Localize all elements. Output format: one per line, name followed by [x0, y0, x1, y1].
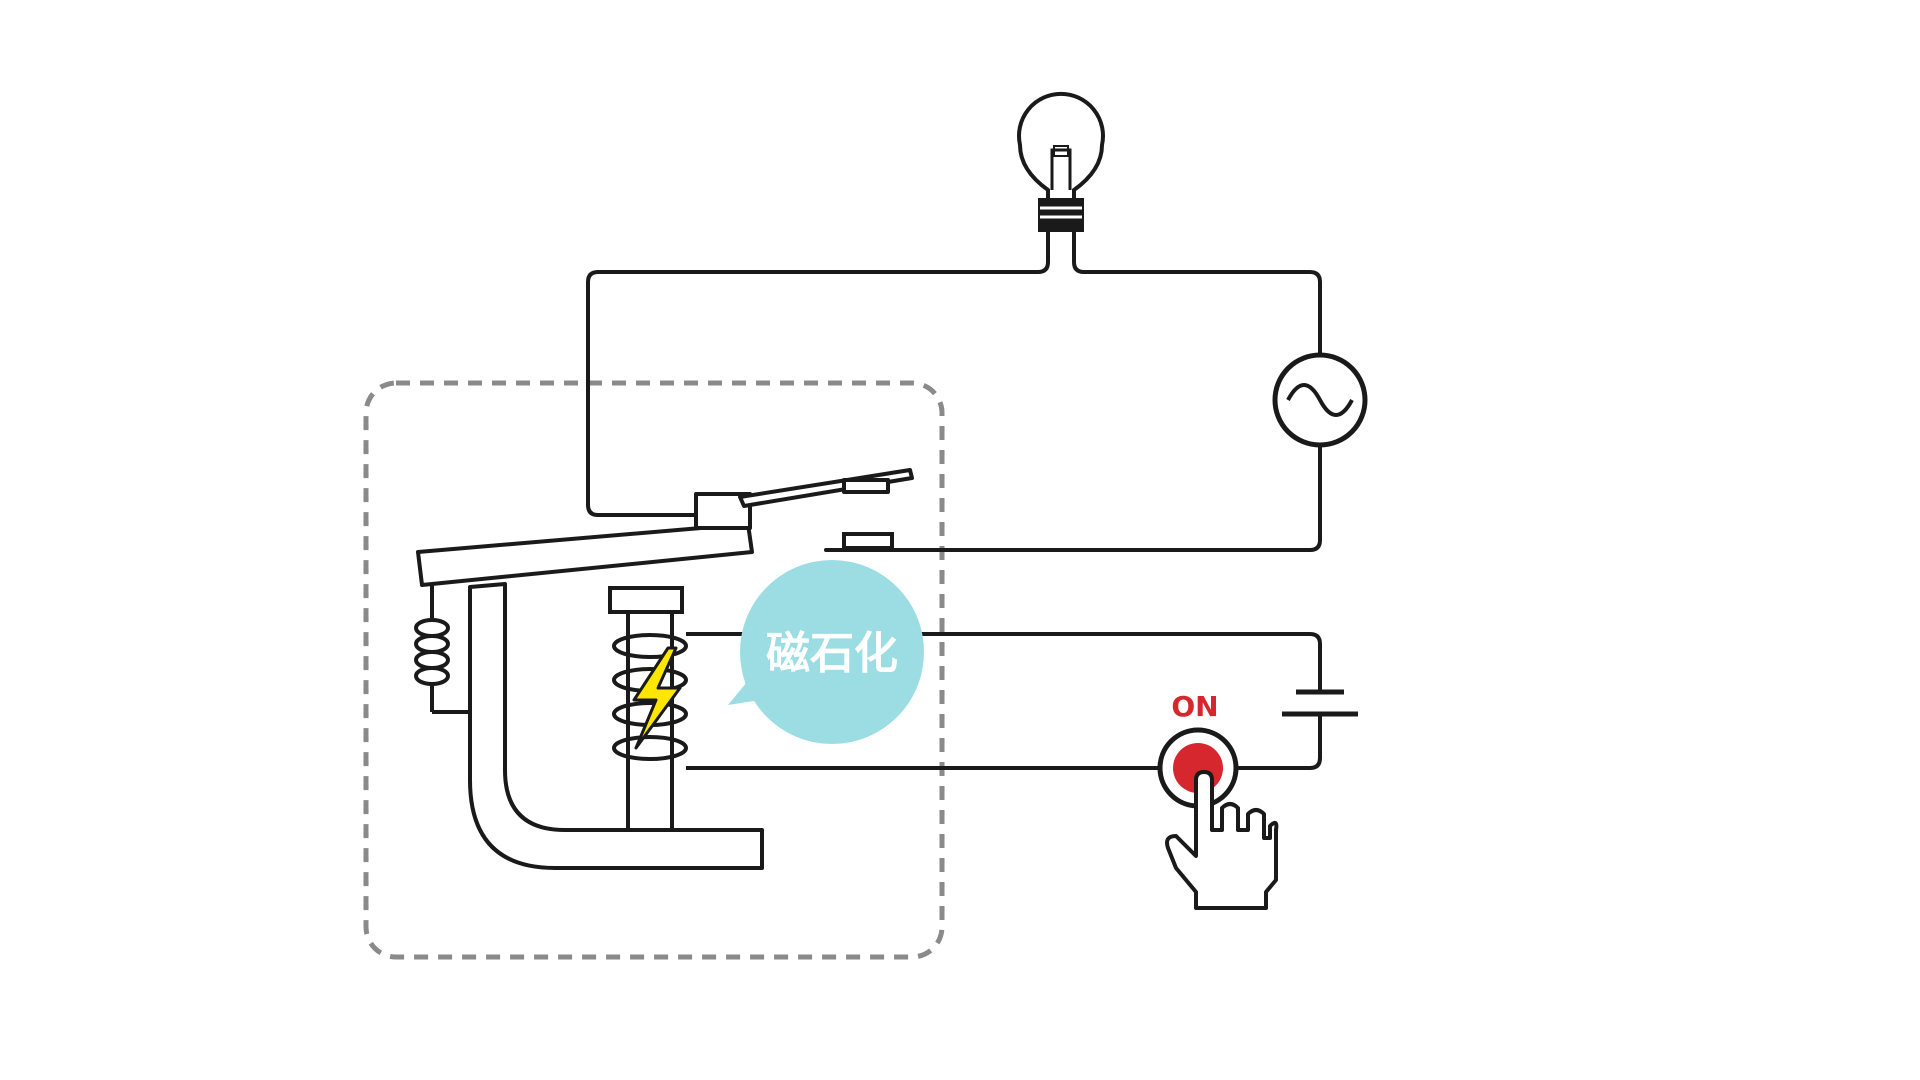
lightning-icon: [632, 646, 682, 750]
relay-yoke: [468, 582, 764, 870]
light-bulb-icon: [1017, 91, 1105, 232]
magnetize-bubble: 磁石化: [728, 560, 924, 744]
hand-pointer-icon: [1165, 770, 1279, 910]
return-spring: [414, 585, 470, 714]
magnetize-label: 磁石化: [766, 628, 898, 679]
battery-icon: [1282, 689, 1358, 717]
fixed-contact: [826, 532, 894, 552]
switch-on-label: ON: [1171, 690, 1218, 723]
electromagnet-core: [608, 586, 684, 832]
relay-armature: [416, 468, 914, 587]
ac-source-icon: [1272, 352, 1368, 448]
relay-dashed-outline: [363, 380, 945, 960]
push-button-icon[interactable]: [1157, 727, 1239, 809]
lamp-circuit-wires: [586, 230, 1322, 552]
control-circuit-wires: [686, 632, 1322, 770]
